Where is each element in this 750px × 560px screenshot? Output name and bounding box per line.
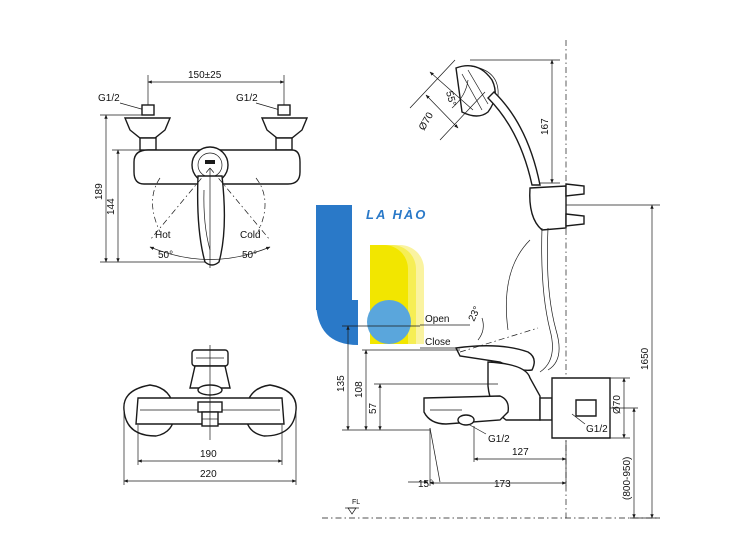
cold-rotation-line <box>209 167 271 241</box>
dim-width-label: 150±25 <box>188 70 222 81</box>
dia-70-body-label: Ø70 <box>612 395 623 414</box>
nut-left <box>139 137 157 151</box>
g12-left-label: G1/2 <box>98 93 120 104</box>
dim-173-label: 173 <box>494 479 511 490</box>
shower-handle <box>487 91 541 186</box>
dim-57-label: 57 <box>368 402 379 414</box>
open-lever-line <box>459 327 539 353</box>
inlet-right <box>277 104 291 116</box>
hose-dash <box>505 239 531 331</box>
lever-handle <box>196 175 226 266</box>
g12-wall-label: G1/2 <box>586 424 608 435</box>
watermark-text: LA HÀO <box>366 207 427 222</box>
lever-edge <box>203 189 211 251</box>
dim-127-label: 127 <box>512 447 529 458</box>
angle-15-label: 15° <box>418 479 433 490</box>
flange-left <box>123 117 172 139</box>
cold-ghost-lever <box>255 177 266 233</box>
cold-label: Cold <box>240 230 261 241</box>
angle-15-line <box>429 427 441 483</box>
inlet-left <box>141 104 155 116</box>
angle-23-arc <box>477 317 484 341</box>
floor-label: FL <box>352 499 360 506</box>
front-view: 150±25 G1/2 G1/2 Hot Cold 50° 50° <box>94 70 309 268</box>
flange-right <box>260 117 309 139</box>
angle-left-label: 50° <box>158 250 173 261</box>
side-view: FL 55° Ø70 167 23° Open Close <box>322 40 660 520</box>
bracket-plate-bottom <box>565 213 585 227</box>
dim-108-label: 108 <box>354 381 365 398</box>
dia-70-head-line-2 <box>439 91 486 141</box>
dia-70-head-line <box>409 59 456 109</box>
angle-55-leader <box>429 71 474 111</box>
shower-face-2 <box>467 69 489 105</box>
leader-line <box>467 423 487 435</box>
angle-right-label: 50° <box>242 250 257 261</box>
angle-55-label: 55° <box>443 90 458 107</box>
dim-135-label: 135 <box>336 375 347 392</box>
wall-bracket <box>529 185 567 231</box>
g12-right-label: G1/2 <box>236 93 258 104</box>
close-label: Close <box>425 337 451 348</box>
dim-line-dia-70-head <box>425 94 459 129</box>
dim-144-label: 144 <box>106 198 117 215</box>
hot-ghost-lever <box>152 177 161 233</box>
shower-face <box>461 73 483 111</box>
leader-line <box>571 413 586 425</box>
wall-connector <box>575 399 597 417</box>
angle-23-label: 23° <box>467 305 483 323</box>
bracket-plate-top <box>565 183 585 197</box>
leader-line <box>255 102 281 111</box>
dim-800-950-label: (800-950) <box>622 457 633 500</box>
shower-nozzles <box>469 65 499 97</box>
leader-line <box>119 102 146 111</box>
g12-spout-label: G1/2 <box>488 434 510 445</box>
open-label: Open <box>425 314 449 325</box>
shower-hose-2 <box>539 227 553 373</box>
bath-spout <box>423 395 510 425</box>
nut-right <box>275 137 293 151</box>
dim-189-label: 189 <box>94 183 105 200</box>
watermark-logo: LA HÀO <box>316 205 427 345</box>
dim-167-label: 167 <box>540 118 551 135</box>
eccentric-nut <box>539 397 553 421</box>
dim-220-label: 220 <box>200 469 217 480</box>
floor-symbol <box>347 507 357 515</box>
dim-1650-label: 1650 <box>640 347 651 370</box>
diverter-knob-side <box>457 414 475 426</box>
dia-70-head-label: Ø70 <box>417 110 436 132</box>
shower-hose <box>547 227 560 371</box>
indicator-mark <box>205 160 215 164</box>
dim-190-label: 190 <box>200 449 217 460</box>
hot-label: Hot <box>155 230 171 241</box>
hot-rotation-line <box>149 167 211 241</box>
top-view: 190 220 <box>123 345 297 485</box>
